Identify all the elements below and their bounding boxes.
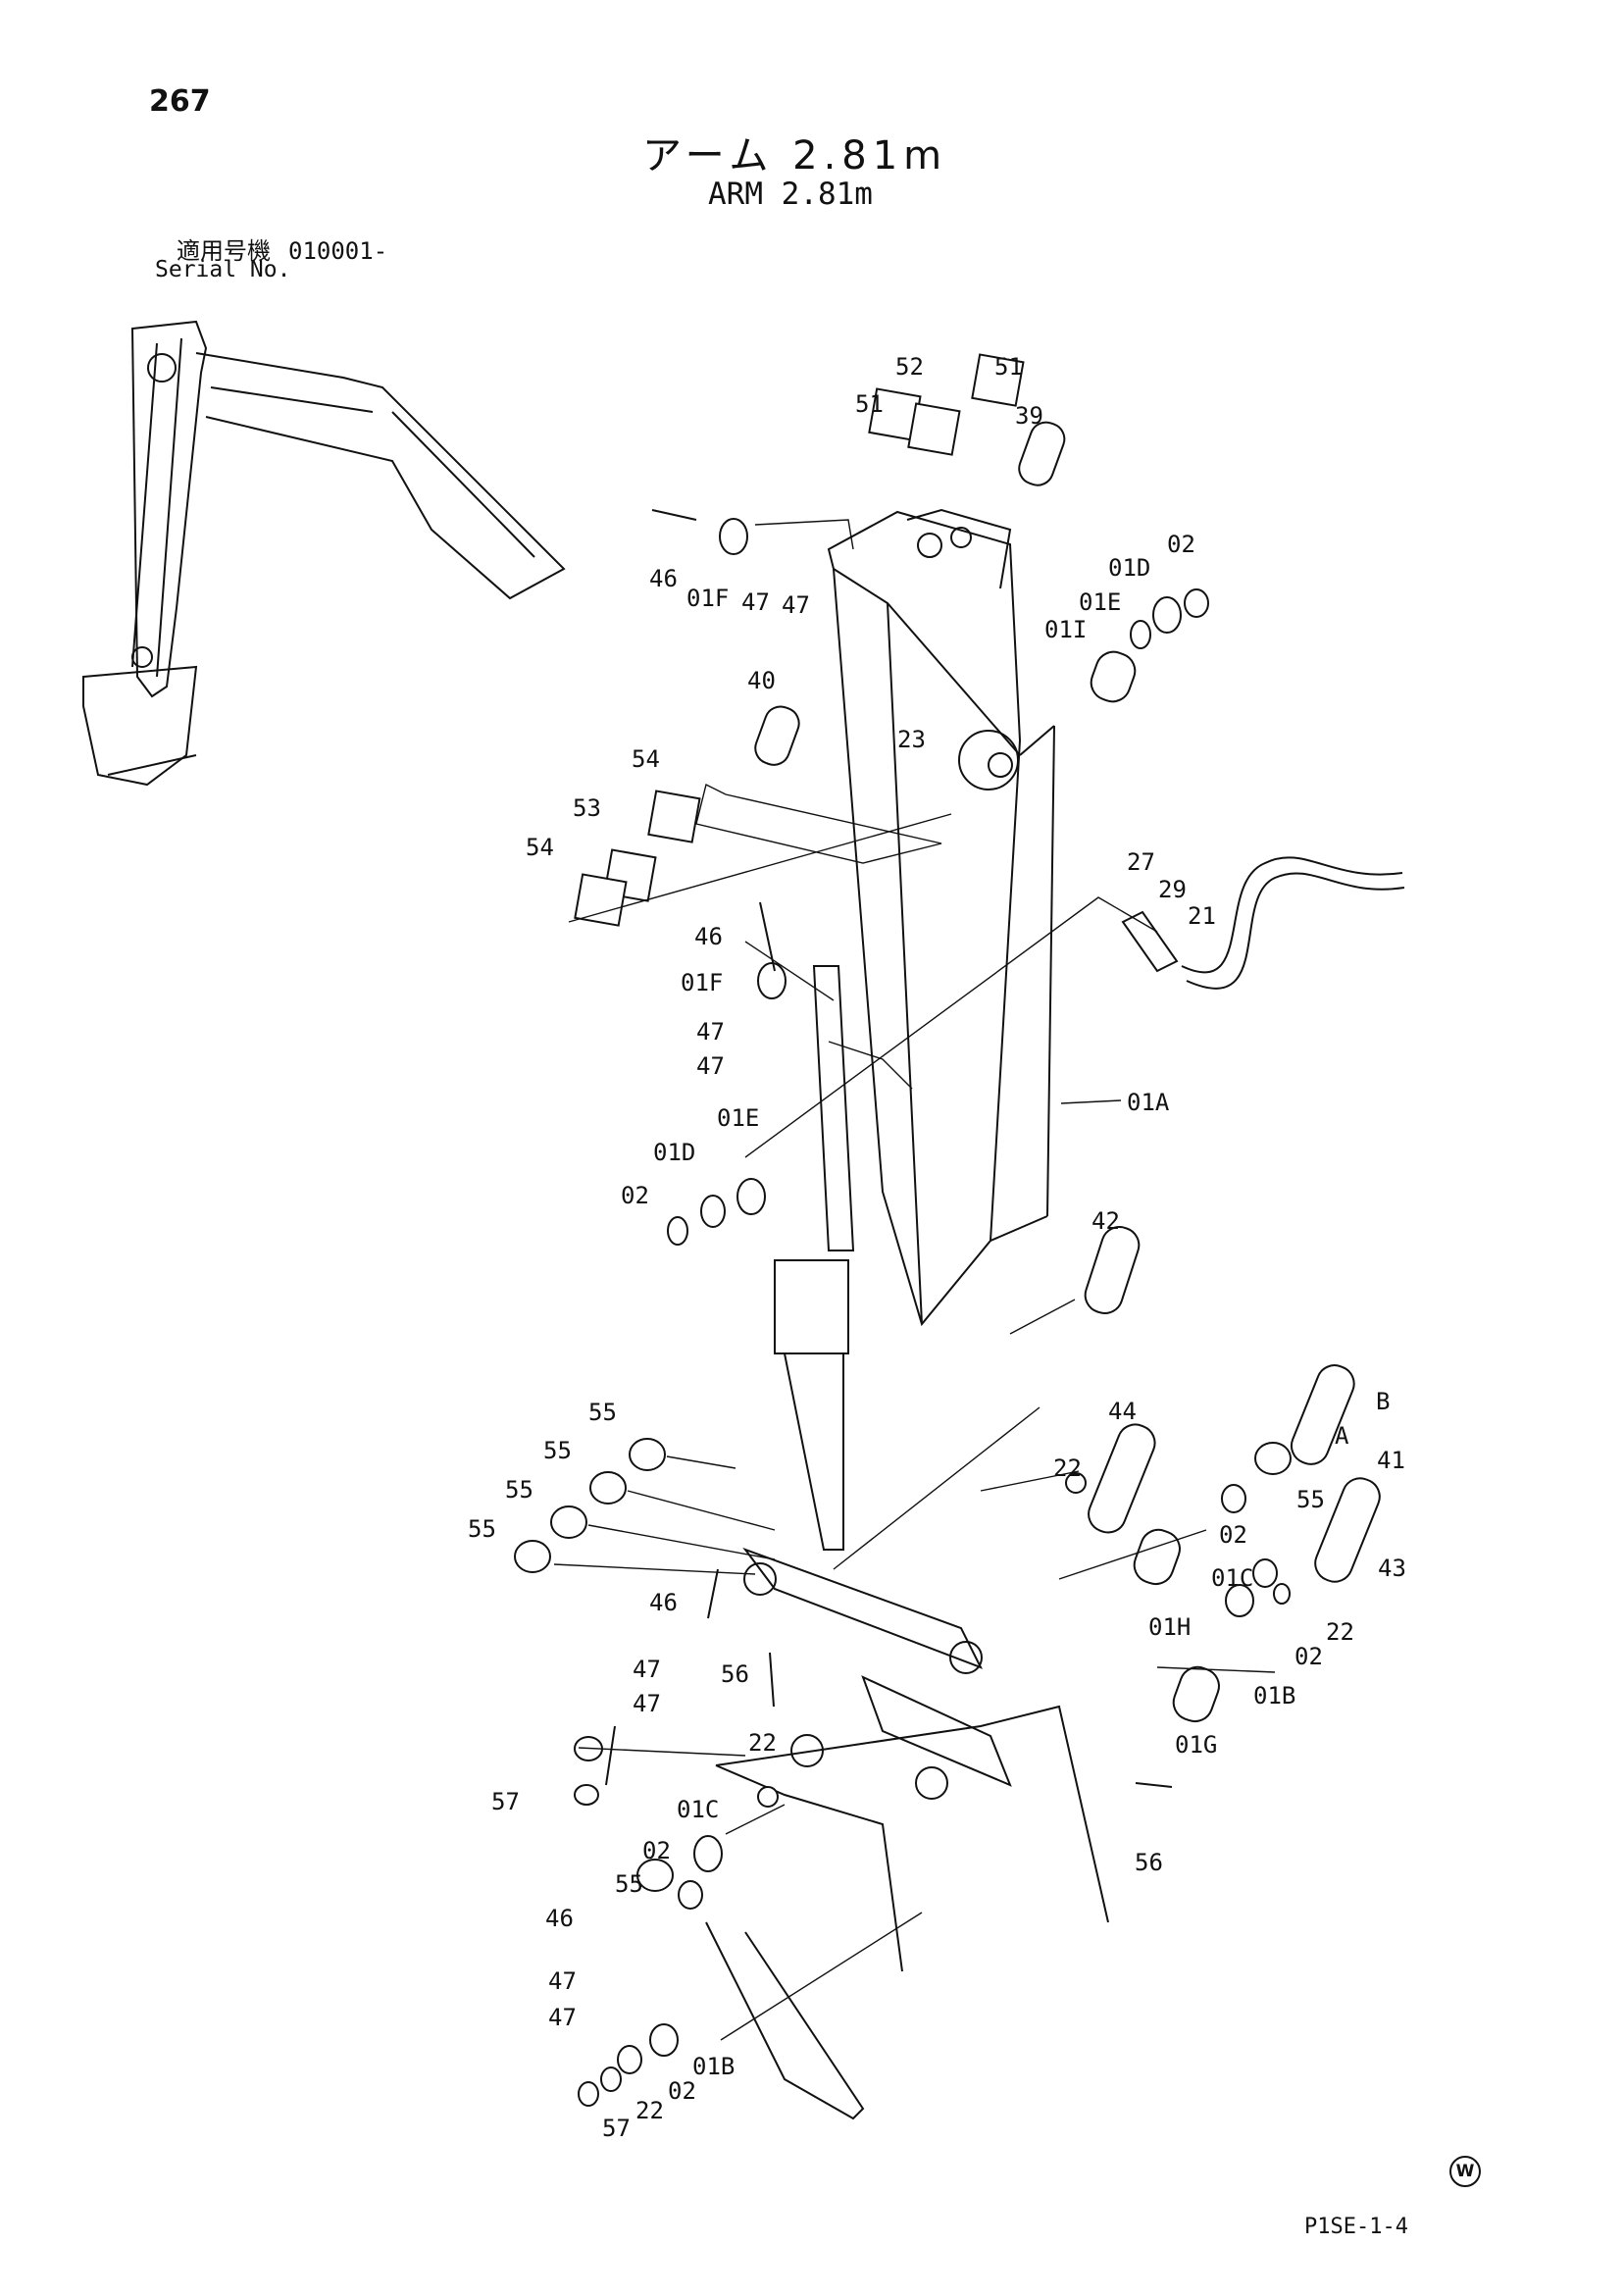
callout-51: 51 [855, 390, 884, 418]
serial-label-jp: 適用号機 [177, 237, 271, 265]
page-code: P1SE-1-4 [1304, 2215, 1408, 2239]
callout-55: 55 [468, 1515, 496, 1543]
callout-46: 46 [545, 1905, 574, 1932]
callout-23: 23 [897, 726, 926, 753]
callout-41: 41 [1377, 1447, 1405, 1474]
callout-02: 02 [642, 1837, 671, 1864]
callout-39: 39 [1015, 402, 1043, 430]
callout-47: 47 [548, 2004, 577, 2031]
callout-55: 55 [588, 1399, 617, 1426]
callout-47: 47 [741, 588, 770, 616]
callout-01a: 01A [1127, 1089, 1170, 1116]
callout-21: 21 [1188, 902, 1216, 930]
callout-47: 47 [696, 1018, 725, 1046]
page-title-en: ARM 2.81m [708, 177, 873, 212]
callout-46: 46 [694, 923, 723, 950]
callout-22: 22 [1326, 1618, 1354, 1646]
callout-47: 47 [782, 591, 810, 619]
callout-01c: 01C [677, 1796, 719, 1823]
callout-46: 46 [649, 1589, 678, 1616]
callout-53: 53 [573, 794, 601, 822]
callout-01b: 01B [692, 2053, 735, 2080]
callout-44: 44 [1108, 1398, 1137, 1425]
callout-51: 51 [994, 353, 1023, 381]
callout-01e: 01E [1079, 588, 1121, 616]
callout-47: 47 [548, 1967, 577, 1995]
callout-55: 55 [615, 1870, 643, 1898]
callout-01d: 01D [1108, 554, 1150, 582]
callout-54: 54 [526, 834, 554, 861]
callout-46: 46 [649, 565, 678, 592]
callout-01g: 01G [1175, 1731, 1217, 1759]
arm-body [827, 508, 1055, 1327]
callout-52: 52 [895, 353, 924, 381]
callout-55: 55 [1296, 1486, 1325, 1513]
callout-01c: 01C [1211, 1564, 1253, 1592]
callout-01f: 01F [686, 585, 729, 612]
callout-47: 47 [696, 1052, 725, 1080]
callout-55: 55 [543, 1437, 572, 1464]
serial-range: 適用号機 010001- [177, 231, 387, 266]
callout-01e: 01E [717, 1104, 759, 1132]
callout-01d: 01D [653, 1139, 695, 1166]
callout-01b: 01B [1253, 1682, 1295, 1709]
callout-47: 47 [633, 1690, 661, 1717]
callout-40: 40 [747, 667, 776, 694]
callout-02: 02 [1219, 1521, 1247, 1549]
page-number: 267 [149, 84, 211, 119]
leader-lines [553, 519, 1276, 2041]
callout-47: 47 [633, 1656, 661, 1683]
page-title-jp: アーム 2.81m [642, 133, 948, 179]
bucket-linkage [705, 1547, 1109, 2120]
callout-22: 22 [748, 1729, 777, 1757]
callout-57: 57 [491, 1788, 520, 1815]
callout-22: 22 [1053, 1454, 1082, 1482]
serial-label-en: Serial No. [155, 257, 291, 282]
callout-27: 27 [1127, 848, 1155, 876]
callout-01f: 01F [681, 969, 723, 996]
w-mark: W [1449, 2156, 1481, 2187]
callout-a: A [1335, 1422, 1349, 1450]
callout-56: 56 [721, 1660, 749, 1688]
callout-02: 02 [621, 1182, 649, 1209]
callout-b: B [1376, 1388, 1390, 1415]
callout-02: 02 [668, 2077, 696, 2105]
callout-55: 55 [505, 1476, 533, 1504]
callout-56: 56 [1135, 1849, 1163, 1876]
callout-54: 54 [632, 745, 660, 773]
callout-01i: 01I [1044, 616, 1087, 643]
callout-29: 29 [1158, 876, 1187, 903]
callout-01h: 01H [1148, 1613, 1191, 1641]
callout-02: 02 [1294, 1643, 1323, 1670]
callout-43: 43 [1378, 1555, 1406, 1582]
serial-code: 010001- [288, 237, 388, 265]
callout-22: 22 [635, 2097, 664, 2124]
machine-overview-sketch [82, 320, 566, 787]
callout-42: 42 [1091, 1207, 1120, 1235]
callout-57: 57 [602, 2115, 631, 2142]
arm-cylinder [774, 965, 855, 1551]
callout-02: 02 [1167, 531, 1195, 558]
parts [514, 353, 1405, 2107]
